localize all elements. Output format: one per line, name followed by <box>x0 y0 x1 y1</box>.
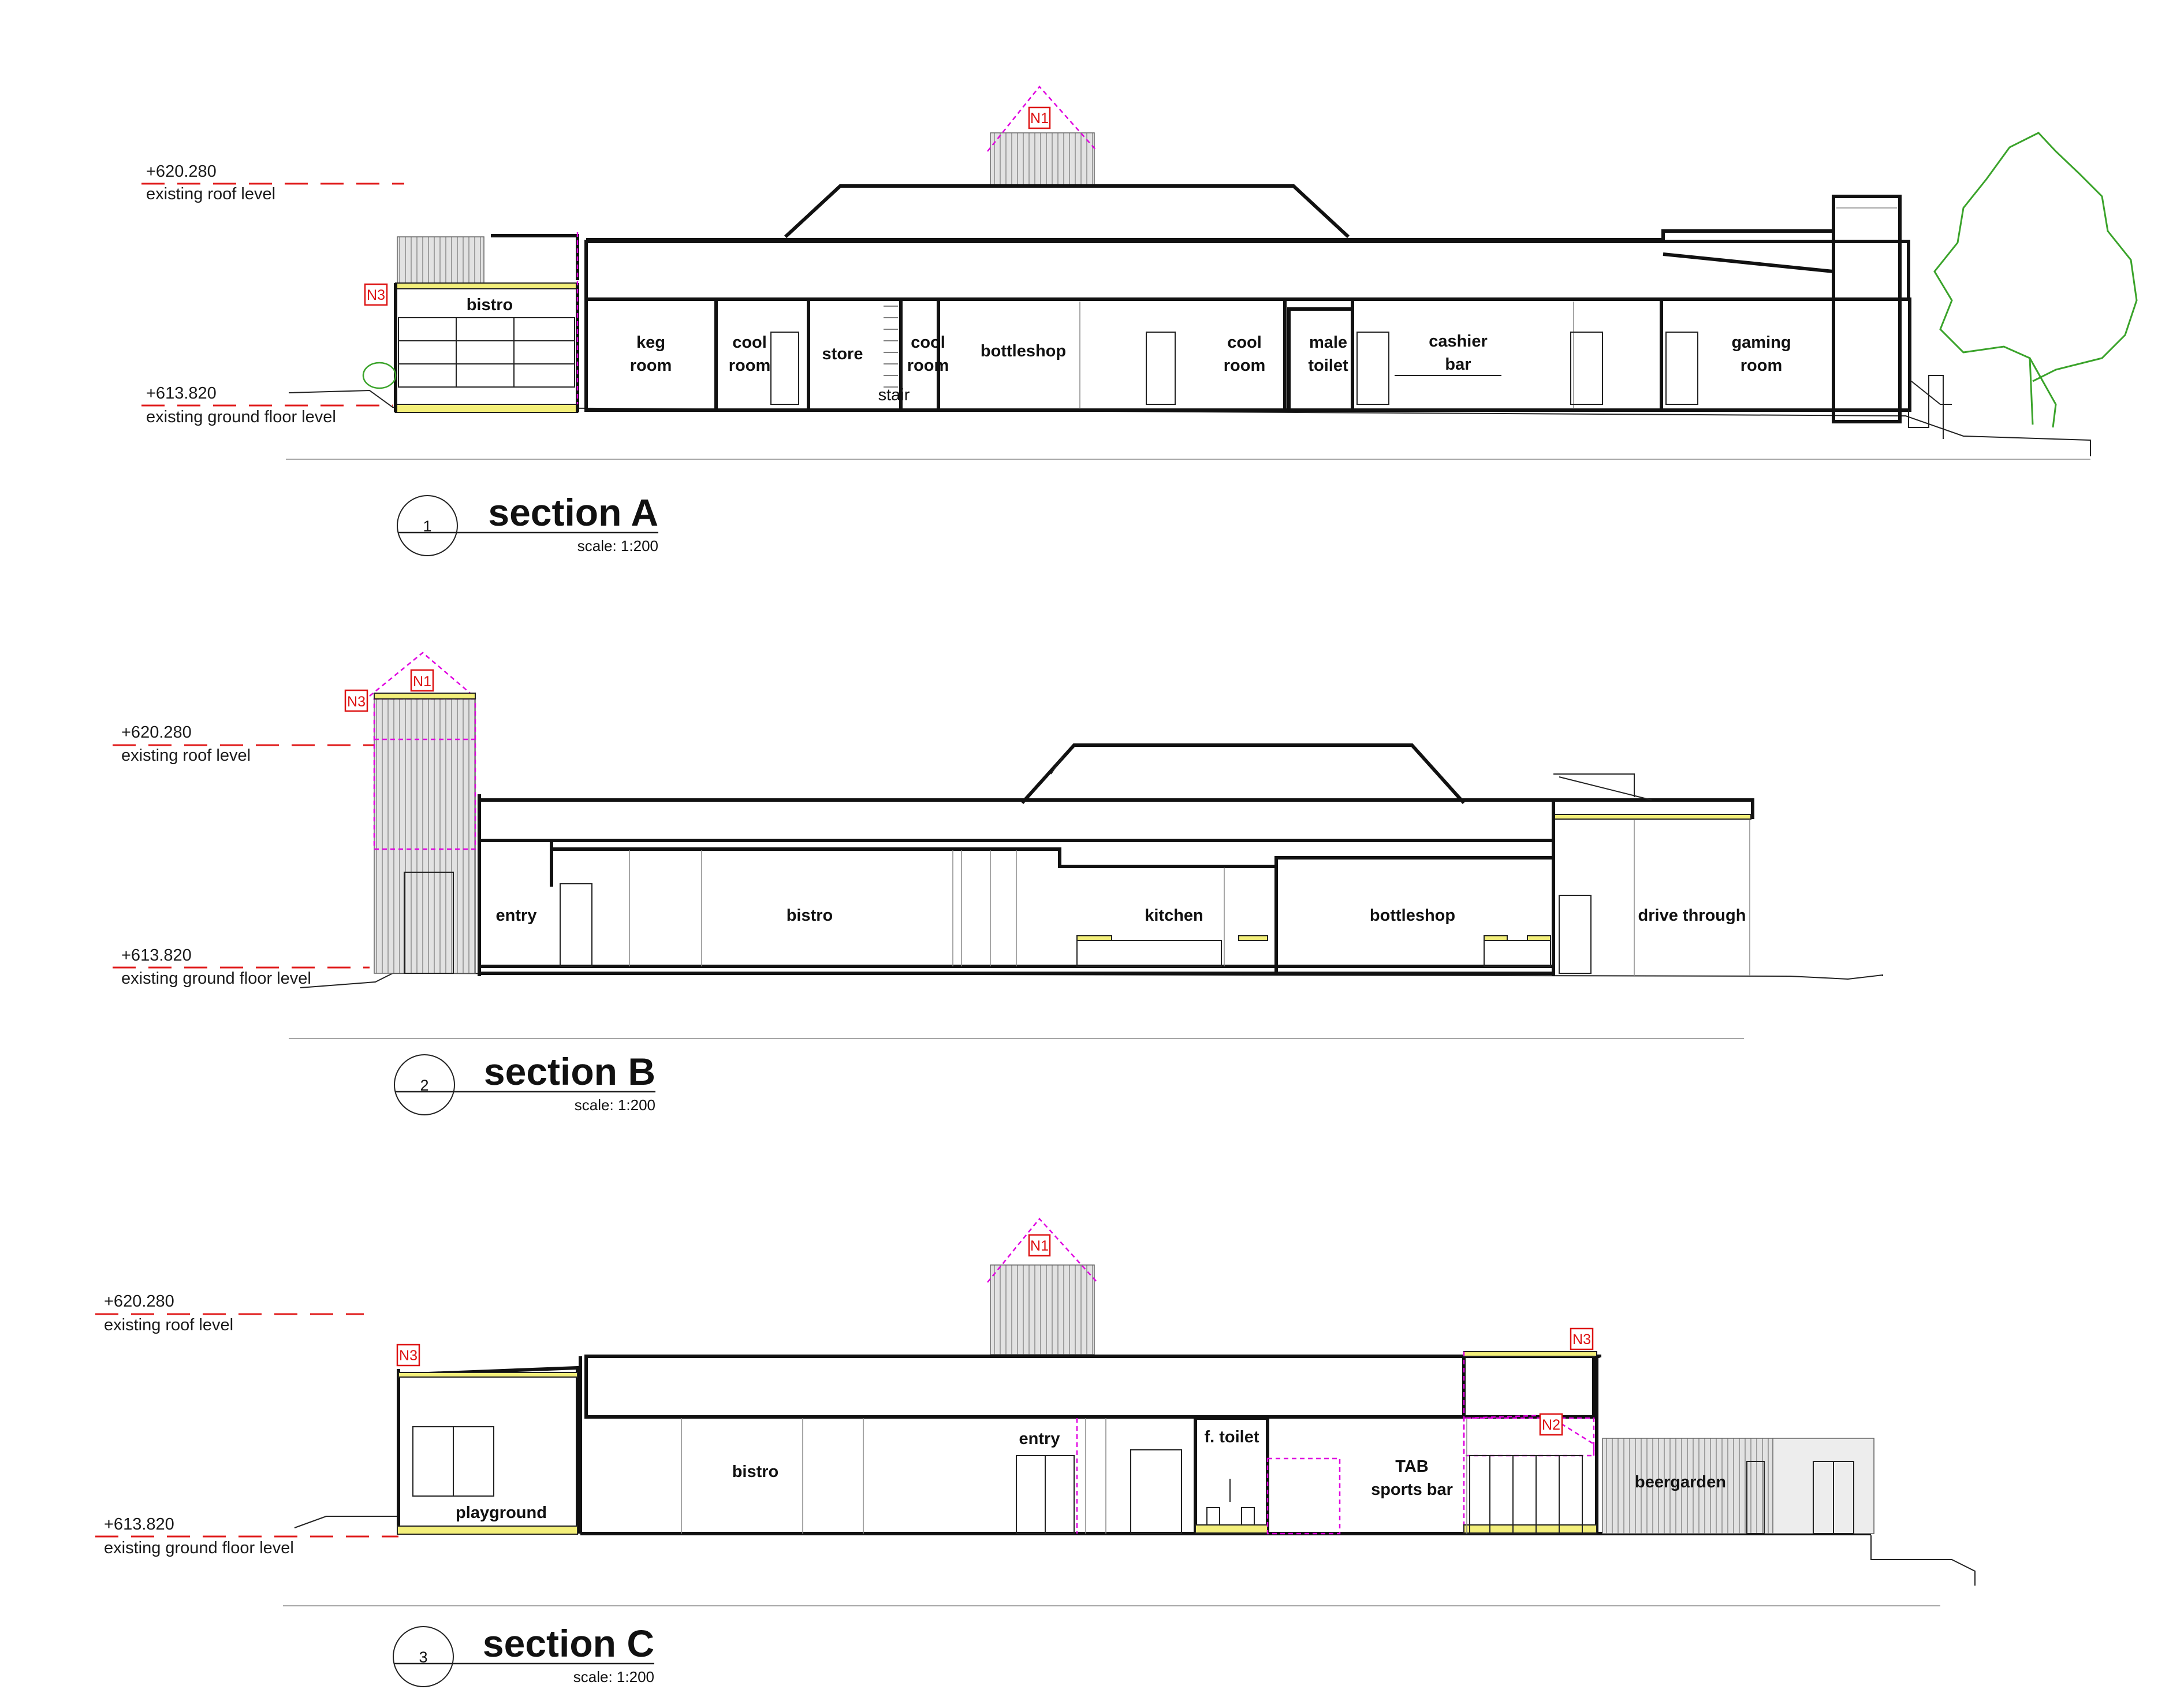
roof-level-marker-b: +620.280 existing roof level <box>113 723 381 765</box>
room-bistro-b: bistro <box>787 906 833 925</box>
roof-level-value: +620.280 <box>146 162 217 181</box>
roof-level-marker: +620.280 existing roof level <box>141 162 404 203</box>
ground-level-label-b: existing ground floor level <box>121 969 311 988</box>
room-male-toilet-a-l2: toilet <box>1308 356 1348 375</box>
ground-level-value: +613.820 <box>146 384 217 403</box>
tag-n3-section-c-right: N3 <box>1572 1331 1591 1348</box>
room-cool2-a-l1: cool <box>911 333 945 352</box>
roof-level-label: existing roof level <box>146 185 275 203</box>
section-c-title: 3 section C scale: 1:200 <box>393 1622 654 1687</box>
room-beergarden-c: beergarden <box>1635 1473 1726 1491</box>
room-bistro-a: bistro <box>467 296 513 314</box>
ground-level-value-c: +613.820 <box>104 1515 174 1534</box>
room-entry-b: entry <box>496 906 537 925</box>
ground-level-value-b: +613.820 <box>121 946 192 965</box>
section-b: +620.280 existing roof level +613.820 ex… <box>113 652 1883 1115</box>
room-tab-c-l2: sports bar <box>1371 1480 1453 1499</box>
tag-n1-section-a: N1 <box>1030 110 1049 127</box>
tag-n1-section-c: N1 <box>1030 1238 1049 1254</box>
section-c-heading: section C <box>483 1622 654 1665</box>
room-gaming-a-l1: gaming <box>1731 333 1791 352</box>
section-a-title: 1 section A scale: 1:200 <box>397 491 658 556</box>
tag-n3-section-a: N3 <box>367 287 385 303</box>
room-cool3-a-l1: cool <box>1227 333 1262 352</box>
room-cool1-a-l2: room <box>729 356 771 375</box>
room-bottleshop-b: bottleshop <box>1370 906 1455 925</box>
ground-level-marker-b: +613.820 existing ground floor level <box>113 946 370 988</box>
room-entry-c: entry <box>1019 1430 1060 1448</box>
room-cool1-a-l1: cool <box>732 333 767 352</box>
tag-n2-section-c: N2 <box>1542 1417 1560 1433</box>
roof-level-value-c: +620.280 <box>104 1292 174 1311</box>
roof-level-value-b: +620.280 <box>121 723 192 742</box>
room-kitchen-b: kitchen <box>1145 906 1203 925</box>
room-keg-a-l1: keg <box>636 333 665 352</box>
room-male-toilet-a-l1: male <box>1309 333 1347 352</box>
room-cashier-a-l1: cashier <box>1429 332 1488 351</box>
room-tab-c-l1: TAB <box>1395 1457 1428 1476</box>
section-a-heading: section A <box>488 491 658 534</box>
room-playground-c: playground <box>456 1504 547 1522</box>
section-b-scale: scale: 1:200 <box>575 1096 655 1114</box>
section-b-number: 2 <box>420 1077 428 1094</box>
roof-level-label-b: existing roof level <box>121 746 251 765</box>
room-cool3-a-l2: room <box>1224 356 1266 375</box>
section-a-number: 1 <box>423 518 431 535</box>
room-bottleshop-a: bottleshop <box>981 342 1066 360</box>
roof-level-label-c: existing roof level <box>104 1316 233 1334</box>
ground-level-label-c: existing ground floor level <box>104 1539 294 1557</box>
tag-n3-section-b: N3 <box>347 694 366 710</box>
ground-level-marker: +613.820 existing ground floor level <box>141 384 393 426</box>
section-a: +620.280 existing roof level +613.820 ex… <box>141 85 2138 556</box>
tag-n1-section-b: N1 <box>413 674 431 690</box>
section-c: +620.280 existing roof level +613.820 ex… <box>95 1218 1976 1687</box>
roof-level-marker-c: +620.280 existing roof level <box>95 1292 364 1334</box>
room-stair-a: stair <box>878 386 910 404</box>
ground-level-label: existing ground floor level <box>146 408 336 426</box>
room-store-a: store <box>822 345 863 363</box>
ground-level-marker-c: +613.820 existing ground floor level <box>95 1515 398 1557</box>
section-b-title: 2 section B scale: 1:200 <box>394 1050 655 1115</box>
room-cashier-a-l2: bar <box>1445 355 1471 374</box>
tag-n3-section-c-left: N3 <box>399 1348 418 1364</box>
room-gaming-a-l2: room <box>1741 356 1783 375</box>
section-a-scale: scale: 1:200 <box>577 537 658 555</box>
section-c-scale: scale: 1:200 <box>573 1668 654 1686</box>
room-bistro-c: bistro <box>732 1463 779 1481</box>
section-b-heading: section B <box>484 1050 655 1093</box>
room-drive-through-b: drive through <box>1638 906 1746 925</box>
room-cool2-a-l2: room <box>907 356 949 375</box>
section-c-number: 3 <box>419 1649 427 1666</box>
room-f-toilet-c: f. toilet <box>1204 1428 1259 1446</box>
room-keg-a-l2: room <box>630 356 672 375</box>
